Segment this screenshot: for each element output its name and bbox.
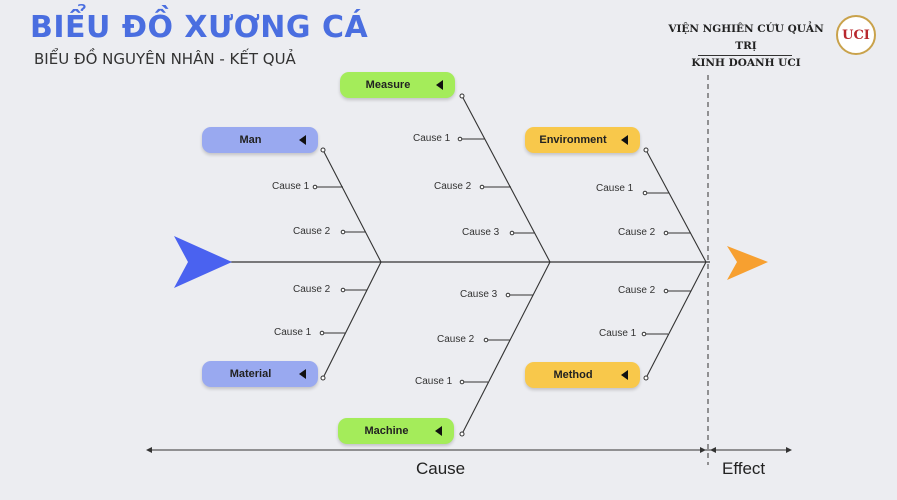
page-subtitle: BIỂU ĐỒ NGUYÊN NHÂN - KẾT QUẢ	[34, 50, 296, 68]
category-label: Method	[553, 369, 593, 381]
twig-dot	[459, 379, 465, 385]
cause-label: Cause 1	[413, 133, 451, 144]
left-triangle-icon	[299, 135, 306, 145]
twig-dot	[312, 184, 318, 190]
axis-mid-arrow-icon	[700, 447, 706, 453]
category-label: Environment	[539, 134, 607, 146]
left-triangle-icon	[621, 135, 628, 145]
category-label: Man	[239, 134, 262, 146]
category-measure: Measure	[340, 72, 455, 98]
axis-right-arrow-icon	[786, 447, 792, 453]
cause-label: Cause 2	[293, 284, 331, 295]
twig-dot	[340, 287, 346, 293]
cause-label: Cause 1	[272, 181, 310, 192]
bone-end-dot	[320, 147, 326, 153]
bone-end-dot	[320, 375, 326, 381]
twig-dot	[505, 292, 511, 298]
twig-dot	[479, 184, 485, 190]
category-environment: Environment	[525, 127, 640, 153]
cause-label: Cause 1	[596, 183, 634, 194]
cause-label: Cause 2	[293, 226, 331, 237]
institute-name: VIỆN NGHIÊN CỨU QUẢN TRỊ KINH DOANH UCI	[662, 21, 830, 72]
left-triangle-icon	[435, 426, 442, 436]
twig-dot	[663, 230, 669, 236]
category-label: Measure	[365, 79, 411, 91]
bone-end-dot	[643, 375, 649, 381]
twig-dot	[457, 136, 463, 142]
institute-underline	[698, 55, 792, 56]
left-triangle-icon	[621, 370, 628, 380]
bone-environment	[645, 149, 707, 263]
category-man: Man	[202, 127, 318, 153]
bone-end-dot	[459, 93, 465, 99]
category-label: Machine	[364, 425, 409, 437]
cause-label: Cause 2	[434, 181, 472, 192]
page-title: BIỂU ĐỒ XƯƠNG CÁ	[30, 10, 369, 45]
institute-line-1: VIỆN NGHIÊN CỨU QUẢN TRỊ	[668, 23, 824, 52]
cause-label: Cause 3	[460, 289, 498, 300]
category-machine: Machine	[338, 418, 454, 444]
cause-label: Cause 2	[618, 285, 656, 296]
bone-end-dot	[459, 431, 465, 437]
bone-method	[645, 261, 707, 379]
twig-dot	[483, 337, 489, 343]
bone-measure	[461, 95, 551, 263]
cause-label: Cause 1	[415, 376, 453, 387]
twig-dot	[509, 230, 515, 236]
cause-label: Cause 3	[462, 227, 500, 238]
twig-dot	[641, 331, 647, 337]
bone-end-dot	[643, 147, 649, 153]
twig-dot	[319, 330, 325, 336]
cause-label: Cause 2	[618, 227, 656, 238]
head-arrow-icon	[174, 236, 232, 288]
left-triangle-icon	[299, 369, 306, 379]
axis-left-arrow-icon	[146, 447, 152, 453]
twig-dot	[340, 229, 346, 235]
bone-machine	[461, 261, 551, 435]
category-material: Material	[202, 361, 318, 387]
cause-label: Cause 2	[437, 334, 475, 345]
category-label: Material	[229, 368, 272, 380]
twig-dot	[663, 288, 669, 294]
twig-dot	[642, 190, 648, 196]
cause-axis-label: Cause	[416, 459, 466, 478]
effect-axis-label: Effect	[722, 459, 766, 478]
axis-mid-arrow-icon	[710, 447, 716, 453]
uci-logo: UCI	[836, 15, 876, 55]
cause-label: Cause 1	[599, 328, 637, 339]
cause-label: Cause 1	[274, 327, 312, 338]
institute-line-2: KINH DOANH UCI	[691, 57, 801, 69]
bone-man	[322, 149, 382, 263]
category-method: Method	[525, 362, 640, 388]
bone-material	[322, 261, 382, 379]
left-triangle-icon	[436, 80, 443, 90]
effect-arrow-icon	[727, 246, 768, 280]
